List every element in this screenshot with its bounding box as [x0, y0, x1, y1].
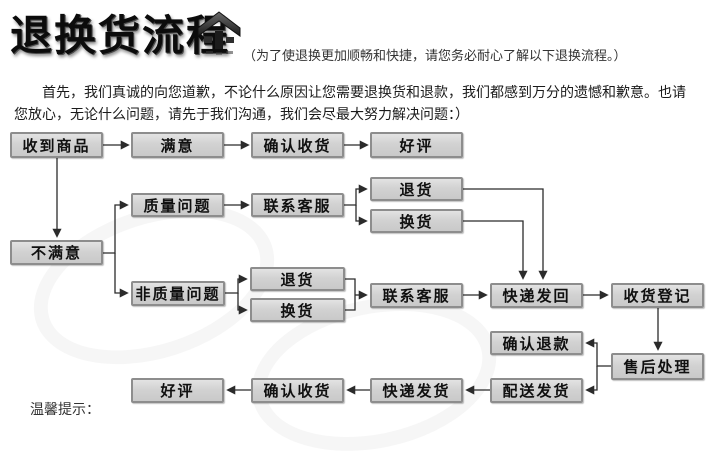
flow-box-non-quality-issue: 非质量问题 — [131, 281, 225, 306]
flow-box-confirm-receipt-bottom: 确认收货 — [251, 378, 344, 403]
header-subtitle: （为了使退换更加顺畅和快捷，请您务必耐心了解以下退换流程。） — [243, 49, 627, 64]
flow-box-satisfied: 满意 — [131, 132, 224, 158]
flow-box-express-delivery: 快递发货 — [370, 378, 463, 403]
flow-box-dispatch-goods: 配送发货 — [490, 378, 583, 403]
flow-box-return-2: 退货 — [250, 267, 345, 291]
page-title: 退换货流程 — [10, 11, 231, 60]
flow-box-confirm-receipt-top: 确认收货 — [251, 132, 344, 158]
return-exchange-flowchart: 收到商品 满意 确认收货 好评 质量问题 联系客服 退货 换货 不满意 非质量问… — [10, 132, 704, 403]
flow-box-quality-issue: 质量问题 — [131, 193, 224, 217]
flow-box-aftersales-handling: 售后处理 — [611, 353, 704, 380]
flow-box-receipt-register: 收货登记 — [611, 283, 704, 308]
flow-box-good-review-top: 好评 — [370, 132, 463, 158]
flow-connectors — [52, 140, 663, 395]
flow-box-received-goods: 收到商品 — [10, 132, 103, 158]
flow-box-contact-service-1: 联系客服 — [251, 193, 344, 217]
flow-box-confirm-refund: 确认退款 — [490, 331, 583, 355]
flow-box-exchange-1: 换货 — [370, 209, 463, 233]
flow-box-return-1: 退货 — [370, 177, 463, 201]
page-header: 退换货流程 退换货流程 （为了使退换更加顺畅和快捷，请您务必耐心了解以下退换流程… — [0, 0, 711, 70]
intro-paragraph: 首先，我们真诚的向您道歉，不论什么原因让您需要退换货和退款，我们都感到万分的遗憾… — [14, 85, 686, 124]
flow-box-good-review-bottom: 好评 — [131, 378, 224, 403]
flow-box-exchange-2: 换货 — [250, 298, 345, 322]
warm-tips-label: 温馨提示： — [30, 402, 100, 418]
flow-box-contact-service-2: 联系客服 — [370, 283, 463, 308]
flow-box-ship-back: 快递发回 — [490, 283, 583, 308]
house-arrow-icon — [196, 11, 242, 61]
flow-box-dissatisfied: 不满意 — [10, 240, 103, 265]
